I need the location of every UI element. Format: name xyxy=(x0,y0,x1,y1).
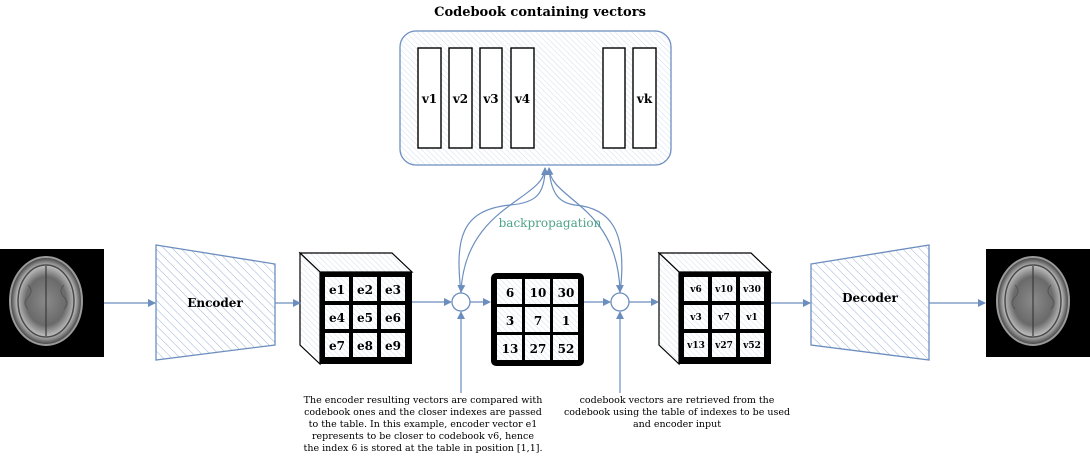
retrieve-node xyxy=(610,292,630,312)
compare-node xyxy=(451,292,471,312)
codebook-vector: v2 xyxy=(448,47,473,149)
quantized-cell: v30 xyxy=(742,285,761,295)
encoder-label: Encoder xyxy=(187,296,243,310)
codebook-title: Codebook containing vectors xyxy=(434,5,646,20)
encoder-cell: e3 xyxy=(385,283,401,297)
codebook-vector: v1 xyxy=(417,47,442,149)
codebook-vector: v3 xyxy=(479,47,503,149)
compare-note-line: to the table. In this example, encoder v… xyxy=(309,419,538,430)
encoder-cell: e1 xyxy=(329,283,345,297)
flow-arrows xyxy=(104,167,986,393)
input-image xyxy=(0,249,104,357)
arrow-retrieve-to-codebook xyxy=(545,167,623,294)
index-cell: 10 xyxy=(530,286,547,300)
compare-note-line: The encoder resulting vectors are compar… xyxy=(304,395,543,406)
retrieve-note: codebook vectors are retrieved from the … xyxy=(564,395,790,430)
codebook-vector-label: vk xyxy=(636,92,653,106)
index-cell: 7 xyxy=(534,314,542,328)
codebook-vector-label: v2 xyxy=(452,92,468,106)
decoder-block: Decoder xyxy=(810,244,930,361)
output-image xyxy=(986,249,1090,357)
index-cell: 13 xyxy=(502,342,519,356)
codebook-vector-label: v3 xyxy=(482,92,498,106)
quantized-cell: v27 xyxy=(714,341,733,351)
arrow-compare-to-codebook xyxy=(458,167,549,294)
arrow-codebook-to-compare xyxy=(457,167,546,293)
index-cell: 3 xyxy=(506,314,514,328)
compare-note-line: codebook ones and the closer indexes are… xyxy=(304,407,542,418)
codebook-vector xyxy=(602,47,626,149)
encoder-cell: e9 xyxy=(385,339,401,353)
encoder-cell: e6 xyxy=(385,311,401,325)
index-table: 6 10 30 3 7 1 13 27 52 xyxy=(491,273,584,366)
encoder-cell: e8 xyxy=(357,339,373,353)
codebook-vectors: v1 v2 v3 v4 vk xyxy=(417,47,657,149)
encoder-output-cube: e1 e2 e3 e4 e5 e6 e7 e8 e9 xyxy=(298,251,414,366)
backpropagation-label: backpropagation xyxy=(499,216,602,230)
retrieve-note-line: and encoder input xyxy=(633,419,721,430)
compare-note: The encoder resulting vectors are compar… xyxy=(304,395,543,454)
quantized-cell: v52 xyxy=(742,341,761,351)
encoder-cell: e5 xyxy=(357,311,373,325)
index-cell: 27 xyxy=(530,342,547,356)
index-cell: 6 xyxy=(506,286,514,300)
codebook-vector: vk xyxy=(632,47,657,149)
encoder-cell: e7 xyxy=(329,339,345,353)
codebook-vector-label: v1 xyxy=(421,92,437,106)
index-cell: 30 xyxy=(558,286,575,300)
quantized-cube: v6 v10 v30 v3 v7 v1 v13 v27 v52 xyxy=(657,251,773,366)
compare-note-line: the index 6 is stored at the table in po… xyxy=(304,443,543,453)
index-cell: 1 xyxy=(562,314,570,328)
encoder-cell: e2 xyxy=(357,283,373,297)
compare-note-line: represents to be closer to codebook v6, … xyxy=(312,431,534,442)
quantized-cell: v13 xyxy=(686,341,705,351)
decoder-label: Decoder xyxy=(842,291,898,305)
retrieve-note-line: codebook vectors are retrieved from the xyxy=(580,395,775,406)
quantized-cell: v1 xyxy=(745,313,758,323)
quantized-cell: v3 xyxy=(689,313,702,323)
quantized-cell: v7 xyxy=(717,313,730,323)
quantized-cell: v6 xyxy=(689,285,702,295)
index-cell: 52 xyxy=(558,342,575,356)
encoder-cell: e4 xyxy=(329,311,345,325)
codebook-vector-label: v4 xyxy=(514,92,530,106)
quantized-cell: v10 xyxy=(714,285,733,295)
arrow-codebook-to-retrieve xyxy=(548,167,624,293)
encoder-block: Encoder xyxy=(155,244,276,361)
codebook-vector: v4 xyxy=(510,47,535,149)
retrieve-note-line: codebook using the table of indexes to b… xyxy=(564,407,790,418)
